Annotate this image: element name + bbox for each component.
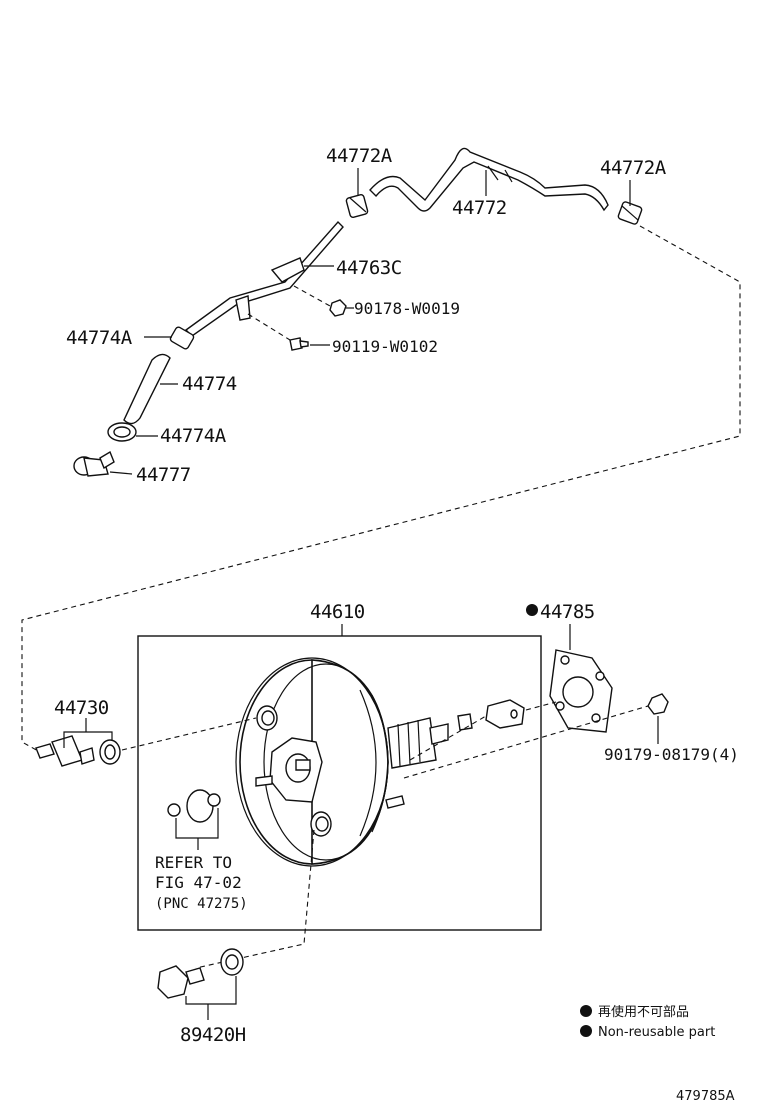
nut-90178 <box>329 299 347 317</box>
legend-marker-en <box>580 1025 592 1037</box>
vacuum-hose-44774 <box>123 353 171 425</box>
check-valve-44777 <box>73 450 115 477</box>
label-44730: 44730 <box>54 697 109 719</box>
legend-marker-jp <box>580 1005 592 1017</box>
assembly-box-44610 <box>137 635 542 931</box>
label-44774A-top: 44774A <box>66 327 133 349</box>
label-44763C: 44763C <box>336 257 402 279</box>
label-90119: 90119-W0102 <box>332 337 438 356</box>
brake-booster-44610 <box>235 657 449 867</box>
hose-clip-44772A-top <box>345 193 369 219</box>
refer-line-3: (PNC 47275) <box>155 896 248 912</box>
label-44785: 44785 <box>540 601 595 623</box>
dash-pipe-to-nut <box>293 285 331 307</box>
dash-clevis-to-booster <box>409 715 487 761</box>
dash-nut-to-stud <box>403 705 649 779</box>
refer-line-2: FIG 47-02 <box>155 873 242 892</box>
label-44777: 44777 <box>136 464 191 486</box>
leader-44777 <box>109 471 133 475</box>
refer-line-1: REFER TO <box>155 853 232 872</box>
bolt-90119 <box>289 337 309 351</box>
dash-grommet-to-check <box>121 717 257 751</box>
push-rod-clevis <box>485 699 525 729</box>
label-44774: 44774 <box>182 373 237 395</box>
vacuum-sensor-89420H <box>157 948 244 999</box>
check-valve-44730 <box>35 735 121 767</box>
legend-en: Non-reusable part <box>598 1025 715 1040</box>
leader-89420H-bracket <box>185 976 237 1005</box>
dash-pipe-to-bolt <box>247 313 291 341</box>
label-44774A-bottom: 44774A <box>160 425 227 447</box>
non-reusable-marker-44785 <box>526 604 538 616</box>
label-90178: 90178-W0019 <box>354 299 460 318</box>
label-44772A-top: 44772A <box>326 145 393 167</box>
gasket-44785 <box>549 649 613 733</box>
hose-clip-44774A-top <box>169 326 195 350</box>
hose-clip-44772A-right <box>617 201 643 225</box>
refer-small-parts <box>167 789 221 823</box>
dash-clip-to-booster-check <box>21 225 741 753</box>
label-89420H: 89420H <box>180 1024 246 1046</box>
hose-clip-44774A-bottom <box>107 422 137 442</box>
label-44772: 44772 <box>452 197 507 219</box>
label-44610: 44610 <box>310 601 365 623</box>
vacuum-pipe-44763C <box>184 220 344 337</box>
vacuum-hose-44772 <box>369 147 609 212</box>
label-90179: 90179-08179(4) <box>604 745 739 764</box>
leader-refer-bracket <box>175 808 219 839</box>
label-44772A-right: 44772A <box>600 157 667 179</box>
legend-jp: 再使用不可部品 <box>598 1004 689 1020</box>
figure-id: 479785A <box>676 1089 735 1104</box>
dash-grommet-to-sensor <box>195 829 315 969</box>
nut-90179 <box>647 693 669 715</box>
leader-44730-bracket <box>63 731 113 748</box>
